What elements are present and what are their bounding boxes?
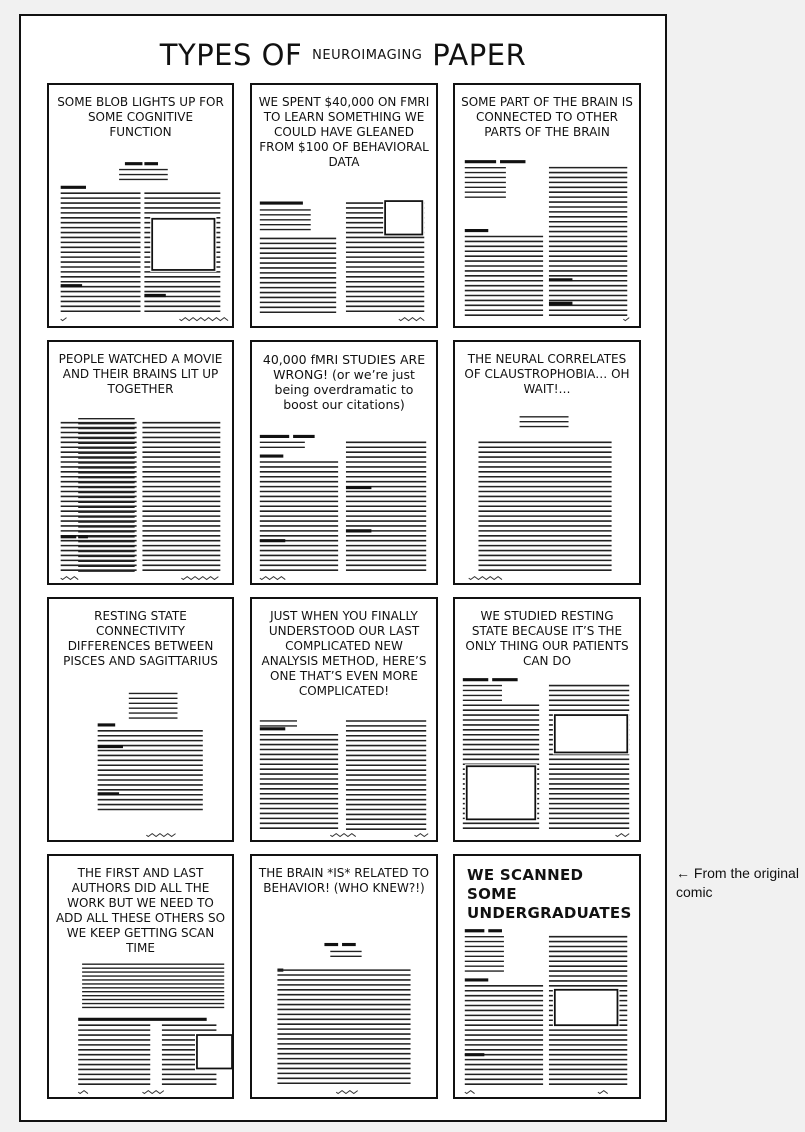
panel-5: 40,000 fMRI STUDIES ARE WRONG! (or we’re… bbox=[250, 340, 438, 585]
paper-illustration bbox=[77, 963, 232, 1095]
panel-8: JUST WHEN YOU FINALLY UNDERSTOOD OUR LAS… bbox=[250, 597, 438, 842]
paper-illustration bbox=[60, 418, 221, 581]
panel-title: PEOPLE WATCHED A MOVIE AND THEIR BRAINS … bbox=[58, 352, 223, 396]
panel-title: WE STUDIED RESTING STATE BECAUSE IT’S TH… bbox=[465, 609, 629, 668]
paper-illustration bbox=[464, 160, 630, 322]
comic-frame: TYPES OF NEUROIMAGING PAPER SOME BLOB LIGH… bbox=[19, 14, 667, 1122]
paper-illustration bbox=[464, 929, 628, 1095]
title-part-middle: NEUROIMAGING bbox=[312, 47, 423, 63]
panel-title: THE NEURAL CORRELATES OF CLAUSTROPHOBIA…… bbox=[464, 352, 630, 396]
panel-title: THE FIRST AND LAST AUTHORS DID ALL THE W… bbox=[55, 866, 226, 955]
panel-4: PEOPLE WATCHED A MOVIE AND THEIR BRAINS … bbox=[47, 340, 234, 585]
panel-title: RESTING STATE CONNECTIVITY DIFFERENCES B… bbox=[63, 609, 218, 668]
paper-illustration bbox=[462, 678, 630, 838]
comic-title: TYPES OF NEUROIMAGING PAPER bbox=[21, 38, 665, 72]
panel-title: 40,000 fMRI STUDIES ARE WRONG! (or we’re… bbox=[262, 352, 426, 412]
panel-title: JUST WHEN YOU FINALLY UNDERSTOOD OUR LAS… bbox=[261, 609, 427, 698]
panel-title: WE SPENT $40,000 ON fMRI TO LEARN SOMETH… bbox=[258, 95, 430, 169]
title-part-right: PAPER bbox=[432, 38, 527, 72]
panel-title: SOME BLOB LIGHTS UP FOR SOME COGNITIVE F… bbox=[57, 95, 224, 139]
panel-title: SOME PART OF THE BRAIN IS CONNECTED TO O… bbox=[461, 95, 633, 139]
paper-illustration bbox=[97, 692, 203, 838]
paper-illustration bbox=[277, 942, 411, 1095]
panel-1: SOME BLOB LIGHTS UP FOR SOME COGNITIVE F… bbox=[47, 83, 234, 328]
panel-9: WE STUDIED RESTING STATE BECAUSE IT’S TH… bbox=[453, 597, 641, 842]
panel-7: RESTING STATE CONNECTIVITY DIFFERENCES B… bbox=[47, 597, 234, 842]
panel-title: THE BRAIN *IS* RELATED TO BEHAVIOR! (WHO… bbox=[258, 866, 430, 895]
paper-illustration bbox=[468, 416, 612, 581]
panel-2: WE SPENT $40,000 ON fMRI TO LEARN SOMETH… bbox=[250, 83, 438, 328]
paper-illustration bbox=[259, 434, 427, 581]
paper-illustration bbox=[259, 199, 425, 322]
title-part-left: TYPES OF bbox=[159, 38, 303, 72]
panel-6: THE NEURAL CORRELATES OF CLAUSTROPHOBIA…… bbox=[453, 340, 641, 585]
panel-10: THE FIRST AND LAST AUTHORS DID ALL THE W… bbox=[47, 854, 234, 1099]
source-note: ← From the original comic bbox=[676, 865, 799, 900]
paper-illustration bbox=[60, 162, 229, 322]
panel-11: THE BRAIN *IS* RELATED TO BEHAVIOR! (WHO… bbox=[250, 854, 438, 1099]
paper-illustration bbox=[259, 720, 429, 838]
panel-12: WE SCANNED SOME UNDERGRADUATES bbox=[453, 854, 641, 1099]
panel-title: WE SCANNED SOME UNDERGRADUATES bbox=[467, 866, 632, 922]
panel-3: SOME PART OF THE BRAIN IS CONNECTED TO O… bbox=[453, 83, 641, 328]
